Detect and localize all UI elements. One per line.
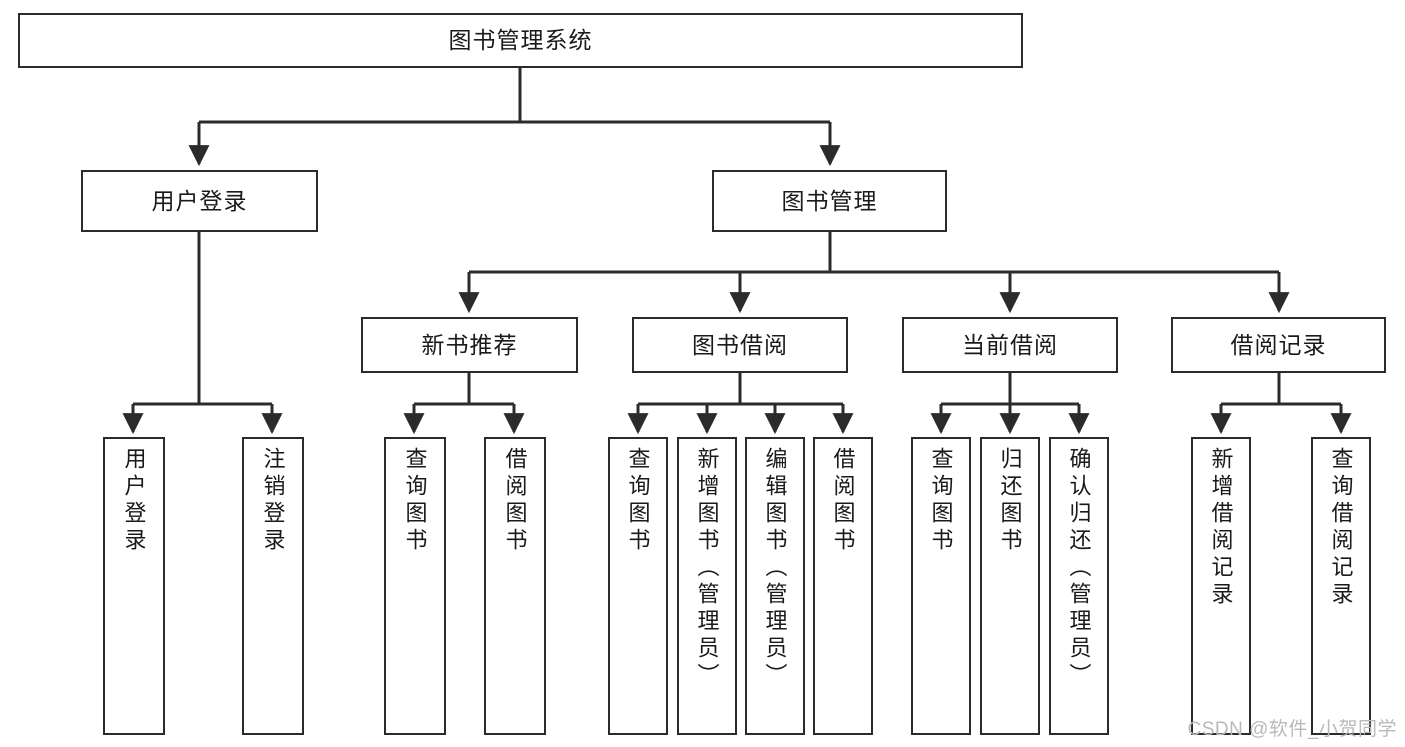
leaf-recommend-query-book[interactable]: 查询图书 [384,437,446,735]
node-label: 注销登录 [260,447,286,555]
node-label: 图书管理系统 [448,27,593,54]
watermark-text: CSDN @软件_小贺同学 [1187,719,1397,740]
node-label: 用户登录 [151,187,248,214]
leaf-record-query-record[interactable]: 查询借阅记录 [1311,437,1371,735]
node-label: 借阅记录 [1230,331,1327,358]
node-book-management[interactable]: 图书管理 [712,170,947,232]
node-label: 查询借阅记录 [1328,447,1354,609]
node-book-borrow[interactable]: 图书借阅 [632,317,848,373]
leaf-record-add-record[interactable]: 新增借阅记录 [1191,437,1251,735]
node-label: 查询图书 [402,447,428,555]
leaf-borrow-add-book-admin[interactable]: 新增图书（管理员） [677,437,737,735]
leaf-user-login-signout[interactable]: 注销登录 [242,437,304,735]
node-label: 查询图书 [625,447,651,555]
leaf-user-login-signin[interactable]: 用户登录 [103,437,165,735]
node-current-borrow[interactable]: 当前借阅 [902,317,1118,373]
node-label: 当前借阅 [962,331,1058,358]
node-label: 图书借阅 [692,331,788,358]
node-new-book-recommend[interactable]: 新书推荐 [361,317,578,373]
node-label: 借阅图书 [502,447,528,555]
node-label: 新增借阅记录 [1208,447,1234,609]
node-label: 确认归还（管理员） [1066,447,1092,690]
node-label: 图书管理 [781,187,878,214]
leaf-current-confirm-return-admin[interactable]: 确认归还（管理员） [1049,437,1109,735]
node-label: 新增图书（管理员） [694,447,720,690]
leaf-current-return-book[interactable]: 归还图书 [980,437,1040,735]
node-label: 查询图书 [928,447,954,555]
leaf-current-query-book[interactable]: 查询图书 [911,437,971,735]
leaf-recommend-borrow-book[interactable]: 借阅图书 [484,437,546,735]
leaf-borrow-query-book[interactable]: 查询图书 [608,437,668,735]
node-borrow-record[interactable]: 借阅记录 [1171,317,1386,373]
node-label: 编辑图书（管理员） [762,447,788,690]
leaf-borrow-edit-book-admin[interactable]: 编辑图书（管理员） [745,437,805,735]
node-user-login[interactable]: 用户登录 [81,170,318,232]
node-label: 用户登录 [121,447,147,555]
leaf-borrow-borrow-book[interactable]: 借阅图书 [813,437,873,735]
node-root-system[interactable]: 图书管理系统 [18,13,1023,68]
node-label: 归还图书 [997,447,1023,555]
node-label: 新书推荐 [421,331,518,358]
node-label: 借阅图书 [830,447,856,555]
